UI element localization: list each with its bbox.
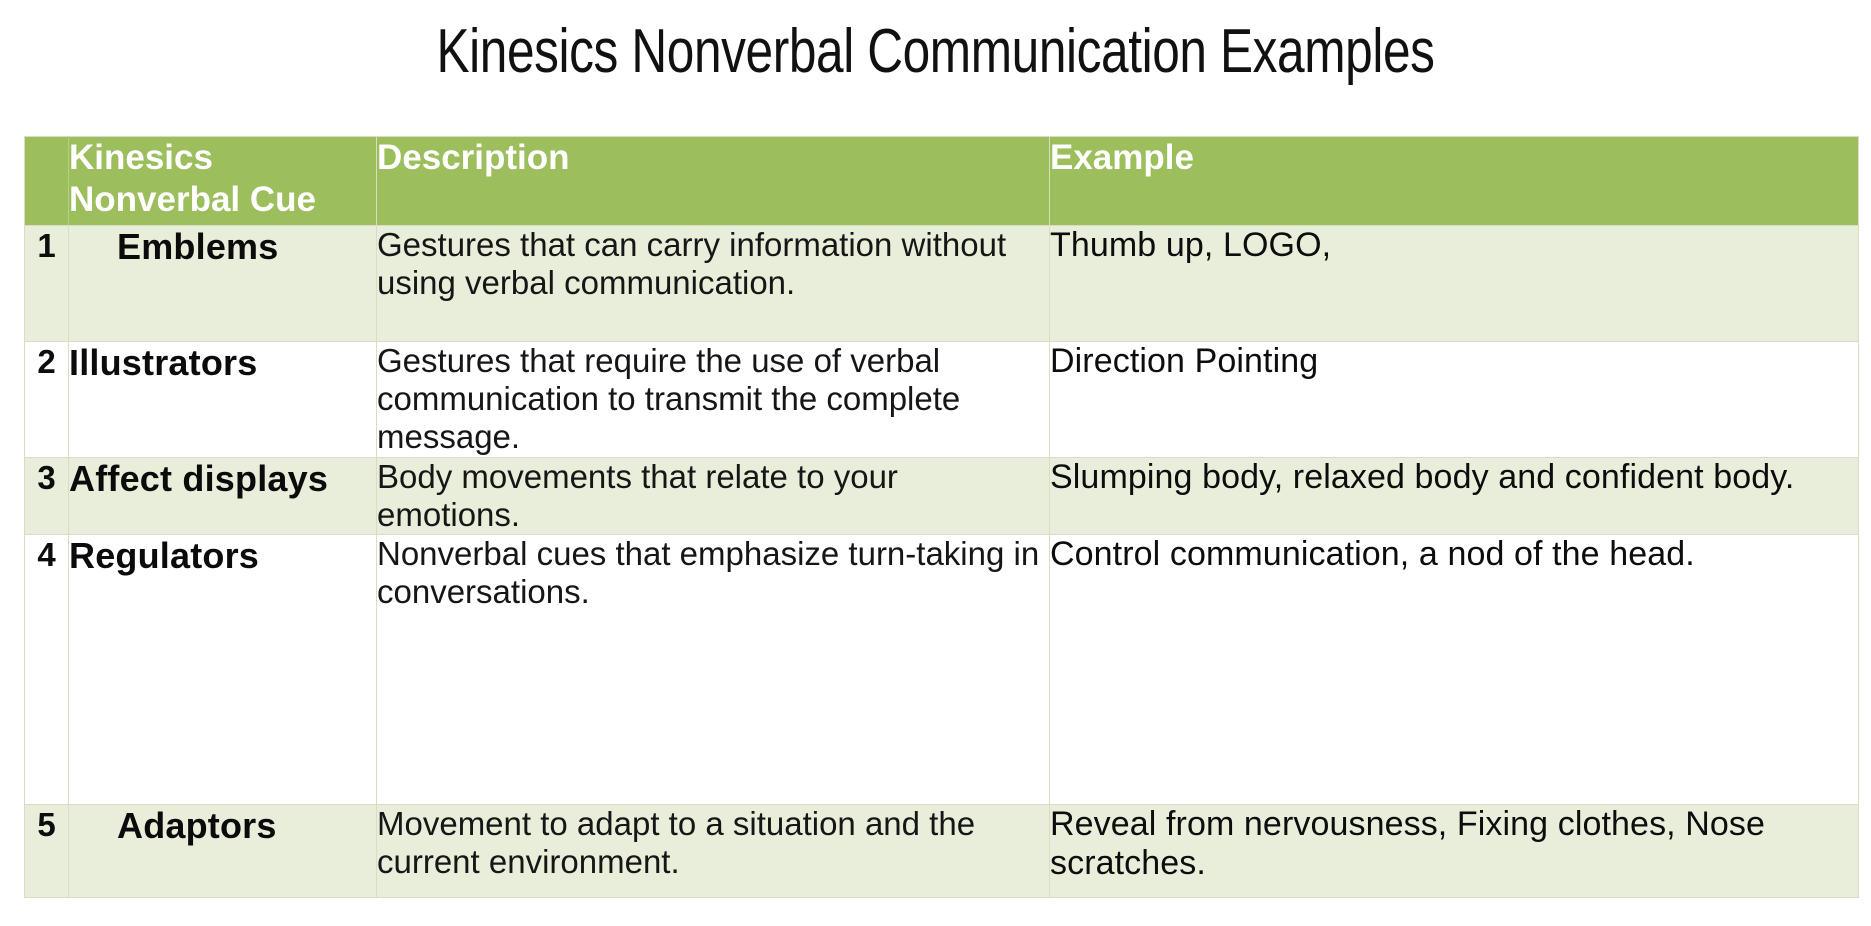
row-description-cell: Gestures that can carry information with… — [376, 225, 1050, 342]
row-example-label: Slumping body, relaxed body and confiden… — [1050, 458, 1795, 496]
row-description-cell: Nonverbal cues that emphasize turn-takin… — [376, 534, 1050, 805]
column-header-kinesics-nonverbal-cue: Kinesics Nonverbal Cue — [68, 136, 377, 226]
row-cue-cell: Adaptors — [68, 804, 377, 898]
row-description-label: Body movements that relate to your emoti… — [377, 458, 898, 533]
column-header-description: Description — [376, 136, 1050, 226]
kinesics-table: Kinesics Nonverbal Cue Description Examp… — [24, 136, 1859, 898]
row-cue-cell: Regulators — [68, 534, 377, 805]
row-example-label: Direction Pointing — [1050, 342, 1319, 380]
row-description-cell: Body movements that relate to your emoti… — [376, 457, 1050, 535]
row-number-cell: 5 — [24, 804, 69, 898]
row-example-cell: Reveal from nervousness, Fixing clothes,… — [1049, 804, 1859, 898]
column-header-cue-line2: Nonverbal Cue — [69, 180, 316, 219]
table-row: 4 Regulators Nonverbal cues that emphasi… — [24, 534, 1859, 805]
table-row: 2 Illustrators Gestures that require the… — [24, 341, 1859, 458]
row-number-label: 1 — [37, 227, 56, 264]
row-number-label: 4 — [37, 536, 56, 573]
table-row: 1 Emblems Gestures that can carry inform… — [24, 225, 1859, 342]
row-example-label: Control communication, a nod of the head… — [1050, 535, 1695, 573]
row-cue-label: Emblems — [117, 226, 279, 267]
table-row: 3 Affect displays Body movements that re… — [24, 457, 1859, 535]
column-header-example-label: Example — [1050, 138, 1194, 177]
row-cue-label: Regulators — [69, 535, 260, 576]
row-cue-label: Affect displays — [69, 458, 329, 499]
row-description-cell: Movement to adapt to a situation and the… — [376, 804, 1050, 898]
row-example-cell: Direction Pointing — [1049, 341, 1859, 458]
row-example-cell: Slumping body, relaxed body and confiden… — [1049, 457, 1859, 535]
table-row: 5 Adaptors Movement to adapt to a situat… — [24, 804, 1859, 898]
kinesics-table-container: Kinesics Nonverbal Cue Description Examp… — [24, 136, 1859, 898]
row-description-label: Movement to adapt to a situation and the… — [377, 805, 976, 880]
row-cue-cell: Affect displays — [68, 457, 377, 535]
row-number-label: 5 — [37, 806, 56, 843]
row-description-label: Nonverbal cues that emphasize turn-takin… — [377, 535, 1040, 610]
row-example-cell: Thumb up, LOGO, — [1049, 225, 1859, 342]
row-number-cell: 2 — [24, 341, 69, 458]
column-header-cue-line1: Kinesics — [69, 138, 213, 177]
table-body: 1 Emblems Gestures that can carry inform… — [24, 225, 1859, 898]
row-description-label: Gestures that require the use of verbal … — [377, 342, 961, 455]
page-title: Kinesics Nonverbal Communication Example… — [436, 17, 1435, 86]
column-header-example: Example — [1049, 136, 1859, 226]
column-header-number — [24, 136, 69, 226]
row-description-label: Gestures that can carry information with… — [377, 226, 1007, 301]
row-number-label: 3 — [37, 459, 56, 496]
row-example-label: Thumb up, LOGO, — [1050, 226, 1332, 264]
row-number-cell: 1 — [24, 225, 69, 342]
row-cue-cell: Illustrators — [68, 341, 377, 458]
row-number-cell: 3 — [24, 457, 69, 535]
row-cue-cell: Emblems — [68, 225, 377, 342]
row-number-label: 2 — [37, 343, 56, 380]
row-example-label: Reveal from nervousness, Fixing clothes,… — [1050, 805, 1766, 882]
column-header-description-label: Description — [377, 138, 570, 177]
row-cue-label: Illustrators — [69, 342, 258, 383]
row-number-cell: 4 — [24, 534, 69, 805]
table-header-row: Kinesics Nonverbal Cue Description Examp… — [24, 136, 1859, 226]
row-description-cell: Gestures that require the use of verbal … — [376, 341, 1050, 458]
table-header: Kinesics Nonverbal Cue Description Examp… — [24, 136, 1859, 226]
row-example-cell: Control communication, a nod of the head… — [1049, 534, 1859, 805]
row-cue-label: Adaptors — [117, 805, 277, 846]
